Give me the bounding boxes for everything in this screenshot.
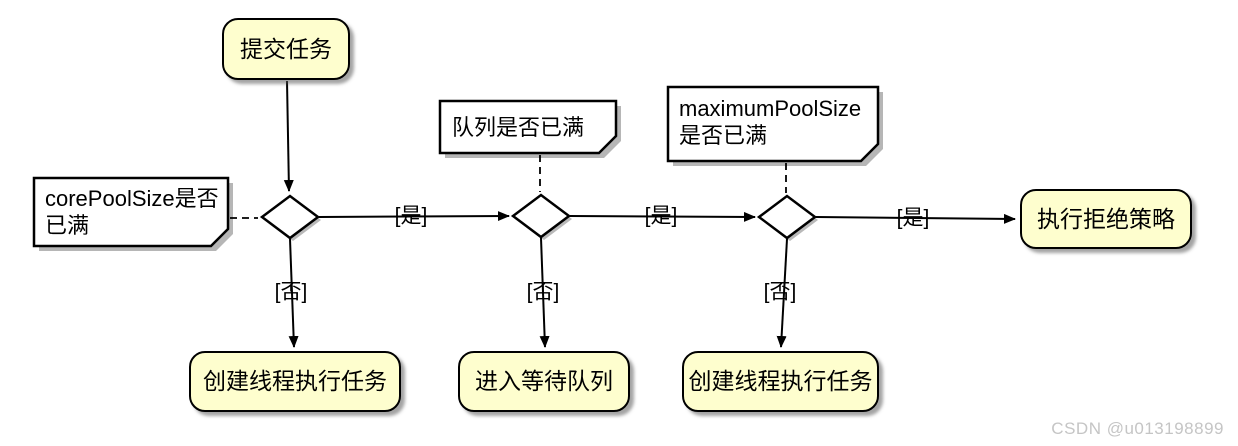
diamond-body (756, 194, 818, 240)
note-line: 队列是否已满 (452, 115, 585, 140)
edge-label-yes-queue: [是] (644, 204, 678, 228)
diamond-body (259, 194, 321, 240)
node-create-thread-left: 创建线程执行任务 (189, 351, 401, 412)
arrow-queue-decision-to-enqueue (539, 237, 550, 348)
max-pool-decision-diamond (756, 194, 818, 241)
arrow-core-decision-to-create-thread (288, 238, 299, 348)
node-submit-task: 提交任务 (222, 18, 350, 80)
note-maximum-pool-size: maximumPoolSize 是否已满 (679, 95, 861, 149)
note-core-pool-size: corePoolSize是否 已满 (45, 185, 219, 239)
note-body-core-pool (32, 176, 230, 248)
note-shape-maximum-pool (666, 85, 883, 166)
note-line: maximumPoolSize (679, 96, 862, 121)
arrow-max-decision-to-reject (815, 213, 1016, 224)
arrow-submit-to-core-decision (283, 80, 294, 192)
note-line: corePoolSize是否 (45, 186, 219, 211)
edge-label-no-core: [否] (274, 280, 308, 304)
node-enqueue: 进入等待队列 (458, 351, 630, 412)
note-shape-queue (438, 99, 621, 158)
edge-label-yes-max: [是] (896, 206, 930, 230)
csdn-watermark: CSDN @u013198899 (1051, 419, 1224, 438)
edge-label-yes-core: [是] (394, 204, 428, 228)
note-line: 已满 (45, 213, 90, 238)
core-pool-decision-diamond (259, 194, 321, 241)
note-queue: 队列是否已满 (452, 114, 584, 141)
arrow-max-decision-to-create-thread (776, 238, 788, 348)
note-shape-core-pool (32, 176, 233, 251)
edge-label-no-queue: [否] (526, 280, 560, 304)
note-body-maximum-pool (666, 85, 880, 163)
diamond-body (510, 193, 572, 239)
edge-label-no-max: [否] (763, 280, 797, 304)
arrow-queue-to-max-decision (569, 211, 756, 222)
note-body-queue (438, 99, 618, 155)
note-line: 是否已满 (679, 123, 768, 148)
node-reject-policy: 执行拒绝策略 (1020, 189, 1192, 249)
node-create-thread-right: 创建线程执行任务 (682, 351, 879, 412)
arrow-core-to-queue-decision (318, 211, 510, 222)
queue-decision-diamond (510, 193, 572, 240)
